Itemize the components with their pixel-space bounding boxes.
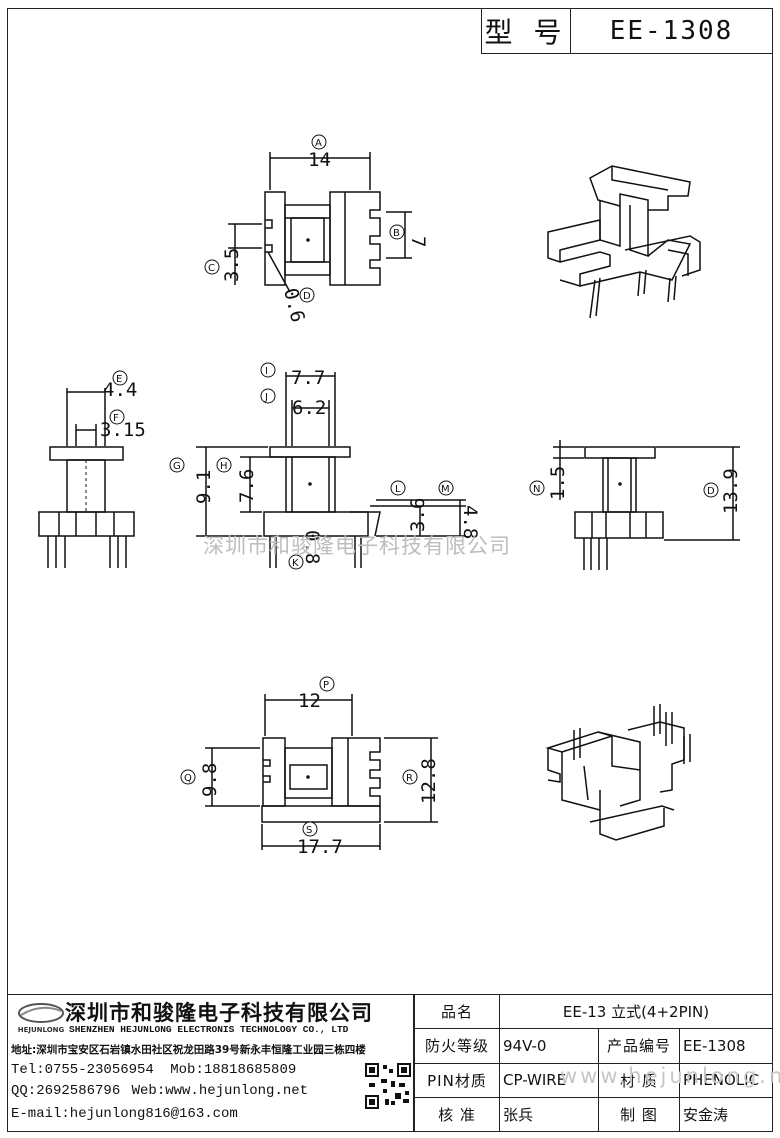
top-view-left-flange [264,191,286,286]
dim-d-side: 13.9 [720,468,742,514]
dim-m: 4.8 [459,505,481,539]
dim-k: 0.8 [301,530,323,564]
fire-label: 防火等级 [414,1028,500,1064]
marker-k [288,554,304,570]
marker-p-label: P [323,680,329,691]
side-view-right [553,440,740,570]
marker-q [180,769,196,785]
marker-r [402,769,418,785]
draw-value: 安金涛 [679,1096,773,1133]
dim-a: 14 [308,149,331,171]
marker-k-label: K [292,558,299,569]
dim-j: 6.2 [292,397,326,419]
company-name-en: SHENZHEN HEJUNLONG ELECTRONIS TECHNOLOGY… [69,1024,349,1035]
marker-d-side [703,482,719,498]
company-tel: Tel:0755-23056954 Mob:18818685809 [11,1062,296,1078]
marker-a [311,134,327,150]
marker-m [438,480,454,496]
company-email: E-mail:hejunlong816@163.com [11,1106,238,1122]
marker-d-top [299,287,315,303]
dim-b: 7 [407,236,429,247]
marker-h [216,457,232,473]
logo-text: HEJUNLONG [18,1026,65,1034]
code-value: EE-1308 [679,1028,773,1064]
marker-g-label: G [173,461,181,472]
info-table: 品名 EE-13 立式(4+2PIN) 防火等级 94V-0 产品编号 EE-1… [414,993,773,1133]
marker-i [260,362,276,378]
marker-d-side-label: D [707,486,715,497]
dim-c: 3.5 [221,248,243,282]
pin-label: PIN材质 [414,1062,500,1098]
marker-l-label: L [395,484,401,495]
dim-p: 12 [298,690,321,712]
dim-i: 7.7 [291,367,325,389]
company-name-cn: 深圳市和骏隆电子科技有限公司 [65,1000,373,1025]
side-view-left [38,388,135,568]
marker-e [112,370,128,386]
dim-l: 3.6 [407,498,429,532]
iso-view-top [547,165,701,319]
company-block: HEJUNLONG 深圳市和骏隆电子科技有限公司 SHENZHEN HEJUNL… [7,994,414,1132]
company-address: 地址:深圳市宝安区石岩镇水田社区祝龙田路39号新永丰恒隆工业园三栋四楼 [11,1044,366,1056]
bottom-view [205,694,438,850]
dim-e: 4.4 [103,379,137,401]
dim-s: 17.7 [297,836,343,858]
marker-f-label: F [113,413,119,424]
model-label: 型 号 [482,9,571,53]
qq-text: QQ:2692586796 [11,1083,121,1099]
marker-f [109,409,125,425]
dim-h: 7.6 [236,469,258,503]
marker-m-label: M [441,484,450,495]
marker-s-label: S [306,825,312,836]
fire-value: 94V-0 [499,1028,599,1064]
front-view [196,372,466,568]
marker-s [302,821,318,837]
product-name-label: 品名 [414,993,500,1030]
check-value: 张兵 [499,1096,599,1133]
draw-label: 制 图 [598,1096,680,1133]
drawing-frame [7,8,773,1132]
marker-p [319,676,335,692]
dim-g: 9.1 [193,470,215,504]
marker-r-label: R [406,773,413,784]
marker-j-label: J [264,392,268,403]
product-name-value: EE-13 立式(4+2PIN) [499,993,773,1030]
marker-c-label: C [208,263,215,274]
mob-text: Mob:18818685809 [170,1062,297,1078]
dim-f: 3.15 [100,419,146,441]
marker-n [529,480,545,496]
watermark: 深圳市和骏隆电子科技有限公司 [203,534,511,558]
marker-c [204,259,220,275]
check-label: 核 准 [414,1096,500,1133]
marker-b-label: B [393,228,400,239]
marker-q-label: Q [184,773,192,784]
marker-i-label: I [265,366,268,377]
marker-b [389,224,405,240]
marker-n-label: N [533,484,540,495]
dim-n: 1.5 [547,466,569,500]
code-label: 产品编号 [598,1028,680,1064]
marker-d-top-label: D [303,291,311,302]
model-box: 型 号 EE-1308 [481,8,773,54]
material-label: 材 质 [598,1062,680,1098]
top-view [228,152,412,293]
iso-view-bottom [545,704,691,841]
marker-l [390,480,406,496]
dim-r: 12.8 [418,758,440,804]
top-view-right-flange [329,191,381,286]
marker-a-label: A [315,138,322,149]
marker-g [169,457,185,473]
marker-e-label: E [116,374,122,385]
watermark-url: www.hejunlong.net [560,1064,780,1088]
marker-h-label: H [220,461,228,472]
marker-j [260,388,276,404]
dim-q: 9.8 [199,763,221,797]
company-logo: HEJUNLONG [18,1003,65,1034]
model-value: EE-1308 [609,16,734,46]
qr-code [365,1063,411,1109]
web-text: Web:www.hejunlong.net [131,1083,309,1099]
tel-text: Tel:0755-23056954 [11,1062,154,1078]
company-qq-web: QQ:2692586796 Web:www.hejunlong.net [11,1083,308,1099]
